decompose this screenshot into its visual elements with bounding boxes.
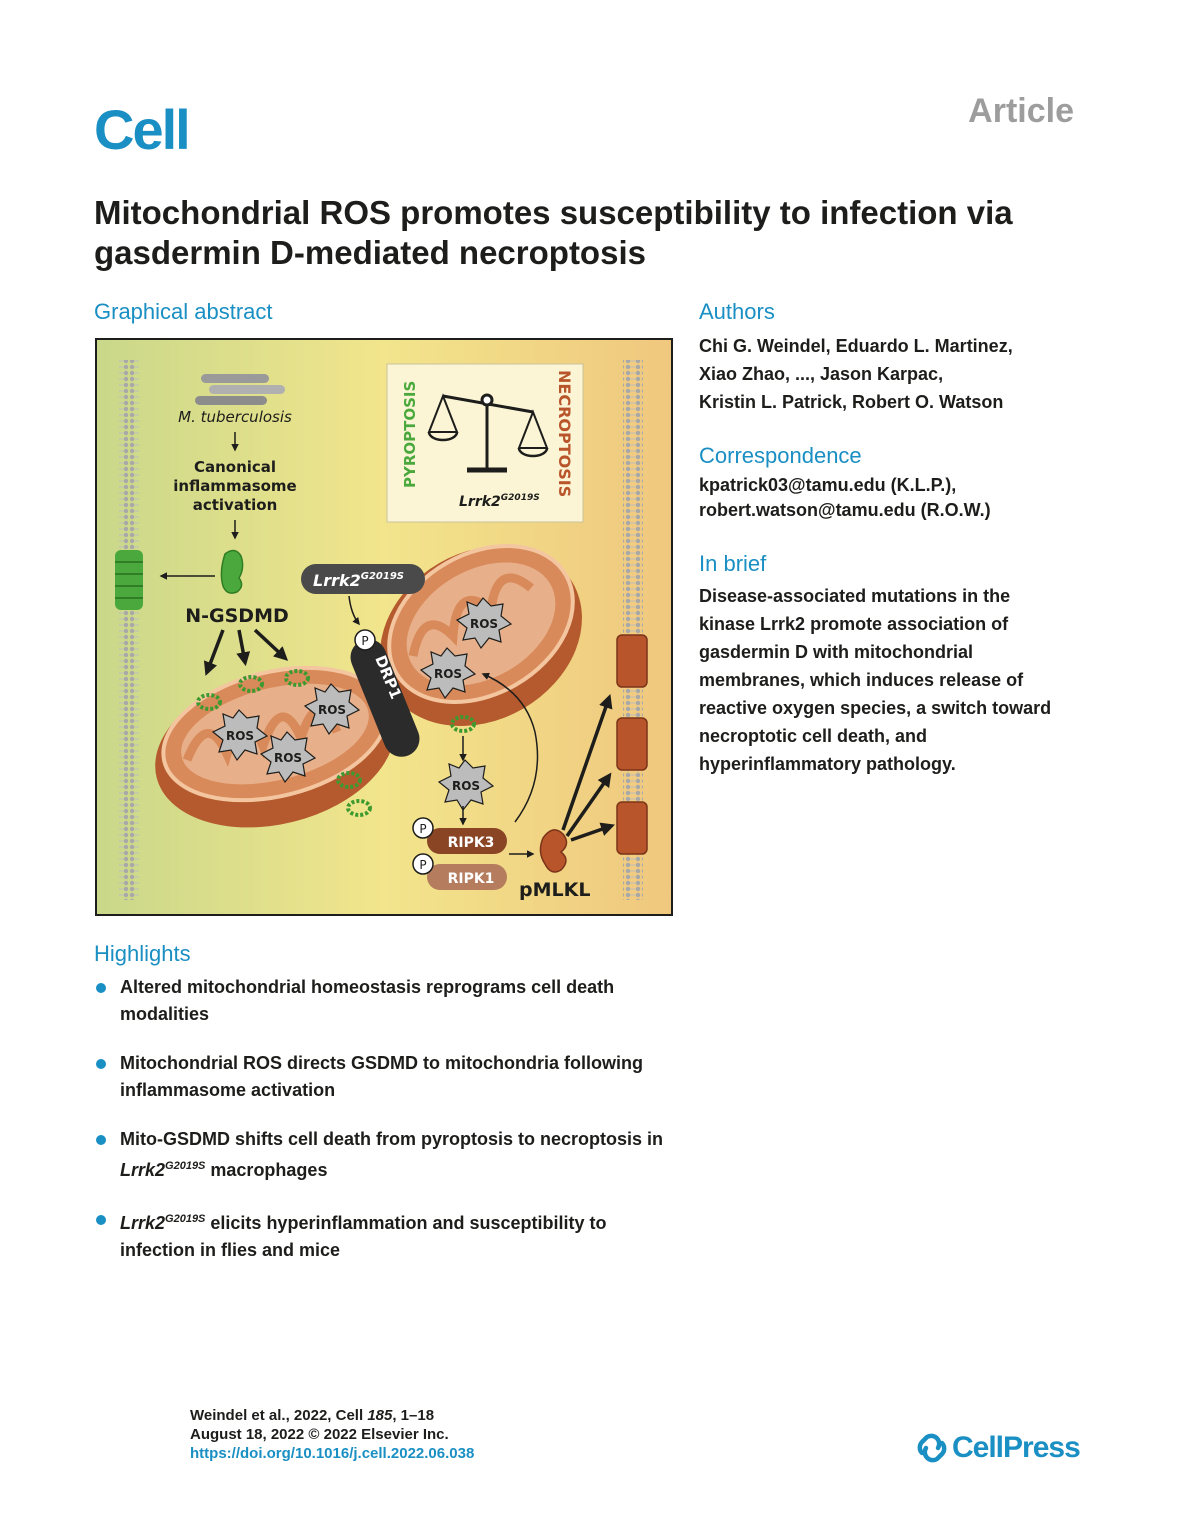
- graphical-abstract-figure: M. tuberculosis Canonical inflammasome a…: [95, 338, 673, 916]
- n-gsdmd-label: N-GSDMD: [185, 605, 289, 627]
- m-tuberculosis-icon: [195, 374, 285, 405]
- highlights-list: Altered mitochondrial homeostasis reprog…: [94, 974, 664, 1286]
- lrrk2-badge: [301, 564, 425, 594]
- journal-logo: Cell: [94, 98, 191, 161]
- balance-scale-icon: [427, 393, 549, 473]
- correspondence-emails[interactable]: kpatrick03@tamu.edu (K.L.P.), robert.wat…: [699, 475, 991, 520]
- balance-panel: [386, 363, 584, 523]
- article-type-label: Article: [968, 92, 1074, 130]
- pmlkl-molecule: [539, 829, 568, 873]
- pyroptosis-label: PYROPTOSIS: [401, 381, 419, 488]
- correspondence-heading: Correspondence: [699, 443, 862, 468]
- highlight-item: Mito-GSDMD shifts cell death from pyropt…: [94, 1126, 664, 1184]
- svg-text:ROS: ROS: [434, 667, 462, 681]
- highlight-item: Mitochondrial ROS directs GSDMD to mitoc…: [94, 1050, 664, 1104]
- authors-list: Chi G. Weindel, Eduardo L. Martinez, Xia…: [699, 336, 1013, 412]
- highlight-item: Lrrk2G2019S elicits hyperinflammation an…: [94, 1206, 664, 1264]
- citation-footer: Weindel et al., 2022, Cell 185, 1–18 Aug…: [190, 1407, 475, 1462]
- ripk3-node: P RIPK3: [412, 817, 507, 854]
- in-brief-heading: In brief: [699, 551, 767, 576]
- in-brief-text: Disease-associated mutations in the kina…: [699, 586, 1052, 774]
- svg-text:ROS: ROS: [452, 779, 480, 793]
- lrrk2-badge-label: Lrrk2G2019S: [313, 571, 404, 590]
- balance-lrrk2-label: Lrrk2G2019S: [459, 493, 540, 510]
- article-title: Mitochondrial ROS promotes susceptibilit…: [94, 194, 1013, 271]
- ros-marker: ROS: [303, 683, 361, 736]
- svg-text:P: P: [419, 822, 426, 836]
- activation-label-1: Canonical: [194, 458, 276, 476]
- activation-label-2: inflammasome: [173, 477, 296, 495]
- ros-marker: ROS: [419, 647, 477, 700]
- svg-text:RIPK1: RIPK1: [448, 871, 495, 887]
- diagram-background: [97, 340, 671, 914]
- gsdmd-membrane-pore: [115, 550, 143, 610]
- ros-marker: ROS: [259, 731, 317, 784]
- ripk1-node: P RIPK1: [412, 853, 507, 890]
- svg-text:ROS: ROS: [226, 729, 254, 743]
- ros-marker: ROS: [455, 597, 513, 650]
- authors-heading: Authors: [699, 299, 775, 324]
- doi-link[interactable]: https://doi.org/10.1016/j.cell.2022.06.0…: [190, 1445, 475, 1462]
- svg-text:ROS: ROS: [274, 751, 302, 765]
- n-gsdmd-molecule: [220, 549, 244, 594]
- graphical-abstract-heading: Graphical abstract: [94, 299, 273, 324]
- svg-text:P: P: [419, 858, 426, 872]
- ros-marker: ROS: [437, 759, 495, 812]
- svg-text:ROS: ROS: [470, 617, 498, 631]
- m-tuberculosis-label: M. tuberculosis: [178, 408, 292, 426]
- svg-text:P: P: [361, 634, 368, 648]
- activation-label-3: activation: [193, 496, 278, 514]
- svg-text:RIPK3: RIPK3: [448, 835, 495, 851]
- mlkl-membrane-pores: [616, 634, 648, 855]
- cellpress-mark-icon: [917, 1433, 947, 1463]
- ros-marker: ROS: [211, 709, 269, 762]
- highlight-item: Altered mitochondrial homeostasis reprog…: [94, 974, 664, 1028]
- cellpress-logo: CellPress: [916, 1431, 1081, 1465]
- left-membrane: [119, 360, 139, 900]
- svg-text:ROS: ROS: [318, 703, 346, 717]
- mito-gsdmd-pores: [196, 669, 476, 817]
- pmlkl-label: pMLKL: [519, 879, 590, 901]
- highlights-heading: Highlights: [94, 941, 191, 966]
- necroptosis-label: NECROPTOSIS: [555, 370, 574, 497]
- graphical-abstract-diagram: M. tuberculosis Canonical inflammasome a…: [97, 340, 671, 914]
